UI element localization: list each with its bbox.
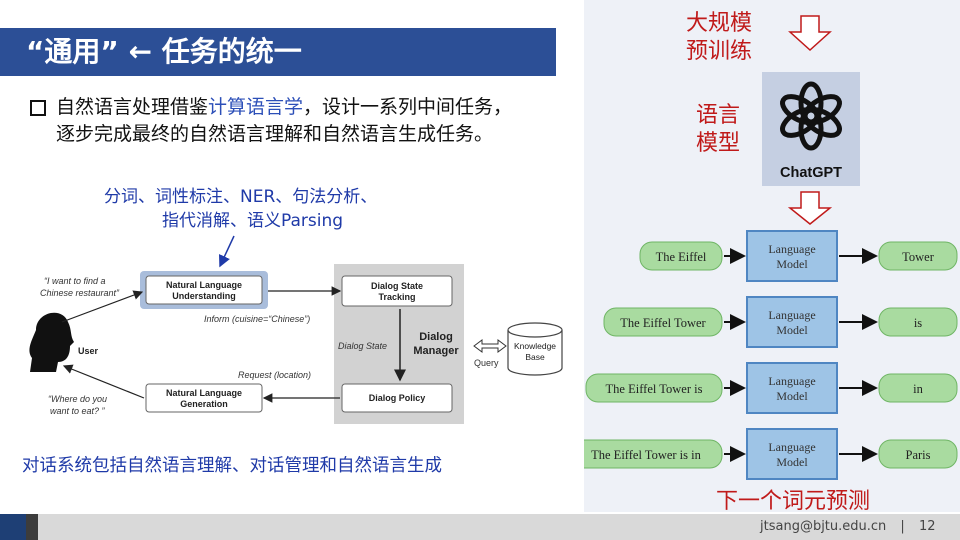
output-token-text: is xyxy=(914,316,922,330)
model-label-1: Language xyxy=(768,440,815,454)
nlg-label-1: Natural Language xyxy=(166,388,242,398)
dialog-caption: 对话系统包括自然语言理解、对话管理和自然语言生成 xyxy=(22,456,442,476)
footer-text: jtsang@bjtu.edu.cn | 12 xyxy=(760,518,936,536)
policy-box xyxy=(341,383,453,413)
input-token-text: The Eiffel xyxy=(656,250,707,264)
bullet-square-icon xyxy=(30,100,46,116)
input-token-text: The Eiffel Tower is xyxy=(606,382,703,396)
input-token-text: The Eiffel Tower is in xyxy=(591,448,701,462)
model-label-2: Model xyxy=(776,257,808,271)
footer-accent xyxy=(26,514,38,540)
nlu-label-2: Understanding xyxy=(172,291,236,301)
system-quote-line-2: want to eat? ” xyxy=(50,406,106,416)
input-token-box xyxy=(639,241,723,271)
model-label-2: Model xyxy=(776,455,808,469)
query-label: Query xyxy=(474,358,499,368)
language-model-box xyxy=(746,428,838,480)
input-token-text: The Eiffel Tower xyxy=(620,316,706,330)
dm-label-2: Manager xyxy=(413,345,459,357)
tasks-note-line-2: 指代消解、语义Parsing xyxy=(162,211,344,231)
lm-label-1: 语言 xyxy=(696,103,741,128)
nlg-box xyxy=(145,383,263,413)
user-head-icon xyxy=(29,312,74,372)
inform-label: Inform (cuisine=“Chinese”) xyxy=(204,314,310,324)
page-number: 12 xyxy=(918,519,936,534)
dialog-state-label: Dialog State xyxy=(338,341,387,351)
dialog-system-diagram: Natural Language Understanding Natural L… xyxy=(29,235,563,424)
dst-label-2: Tracking xyxy=(378,292,415,302)
kb-label-1: Knowledge xyxy=(514,341,556,351)
input-token-box xyxy=(603,307,723,337)
policy-label: Dialog Policy xyxy=(369,393,426,403)
user-to-nlu-arrow xyxy=(61,290,144,323)
input-token-box xyxy=(585,373,723,403)
user-label: User xyxy=(78,346,99,356)
request-label: Request (location) xyxy=(238,370,311,380)
openai-logo-icon xyxy=(780,81,842,151)
dm-label-1: Dialog xyxy=(419,331,453,343)
output-token-box xyxy=(878,241,958,271)
bullet-text-line-1: 自然语言处理借鉴计算语言学，设计一系列中间任务， xyxy=(56,94,512,120)
knowledge-base-icon xyxy=(507,330,563,376)
footer-email: jtsang@bjtu.edu.cn xyxy=(760,519,887,534)
output-token-text: Tower xyxy=(902,250,935,264)
pretrain-label-1: 大规模 xyxy=(686,11,753,36)
title-bar xyxy=(0,28,556,76)
input-token-box xyxy=(584,439,723,469)
language-model-box xyxy=(746,362,838,414)
note-pointer-arrow xyxy=(219,235,235,268)
kb-label-2: Base xyxy=(525,352,545,362)
output-token-text: Paris xyxy=(906,448,931,462)
footer-bar xyxy=(0,514,960,540)
down-arrow-icon xyxy=(788,15,832,52)
model-label-1: Language xyxy=(768,242,815,256)
next-token-label: 下一个词元预测 xyxy=(716,489,871,514)
slide-title: “通用” ← 任务的统一 xyxy=(26,35,302,68)
system-quote-line-1: “Where do you xyxy=(48,394,107,404)
query-double-arrow-icon xyxy=(473,339,507,353)
dst-label-1: Dialog State xyxy=(371,281,423,291)
language-model-box xyxy=(746,296,838,348)
model-label-2: Model xyxy=(776,323,808,337)
down-arrow-icon xyxy=(787,191,833,225)
footer-accent xyxy=(0,514,26,540)
user-quote-line-2: Chinese restaurant” xyxy=(40,288,120,298)
language-model-box xyxy=(746,230,838,282)
bullet-text-line-2: 逐步完成最终的自然语言理解和自然语言生成任务。 xyxy=(56,123,494,145)
chatgpt-label: ChatGPT xyxy=(779,165,843,181)
nlg-label-2: Generation xyxy=(180,399,228,409)
output-token-box xyxy=(878,307,958,337)
pretrain-label-2: 预训练 xyxy=(686,39,753,64)
lm-label-2: 模型 xyxy=(696,131,741,156)
nlu-label-1: Natural Language xyxy=(166,280,242,290)
nlu-box xyxy=(145,275,263,305)
knowledge-base-top xyxy=(507,322,563,338)
output-token-box xyxy=(878,373,958,403)
bullet-highlight: 计算语言学 xyxy=(208,96,304,118)
model-label-1: Language xyxy=(768,374,815,388)
model-label-2: Model xyxy=(776,389,808,403)
output-token-box xyxy=(878,439,958,469)
tasks-note-line-1: 分词、词性标注、NER、句法分析、 xyxy=(104,187,378,207)
nlg-to-user-arrow xyxy=(62,364,145,399)
bullet-text-part: 自然语言处理借鉴 xyxy=(56,96,209,118)
user-quote-line-1: “I want to find a xyxy=(44,276,106,286)
footer-separator: | xyxy=(900,519,905,534)
dst-box xyxy=(341,275,453,307)
output-token-text: in xyxy=(913,382,923,396)
model-label-1: Language xyxy=(768,308,815,322)
bullet-text-part: ，设计一系列中间任务， xyxy=(303,96,513,118)
